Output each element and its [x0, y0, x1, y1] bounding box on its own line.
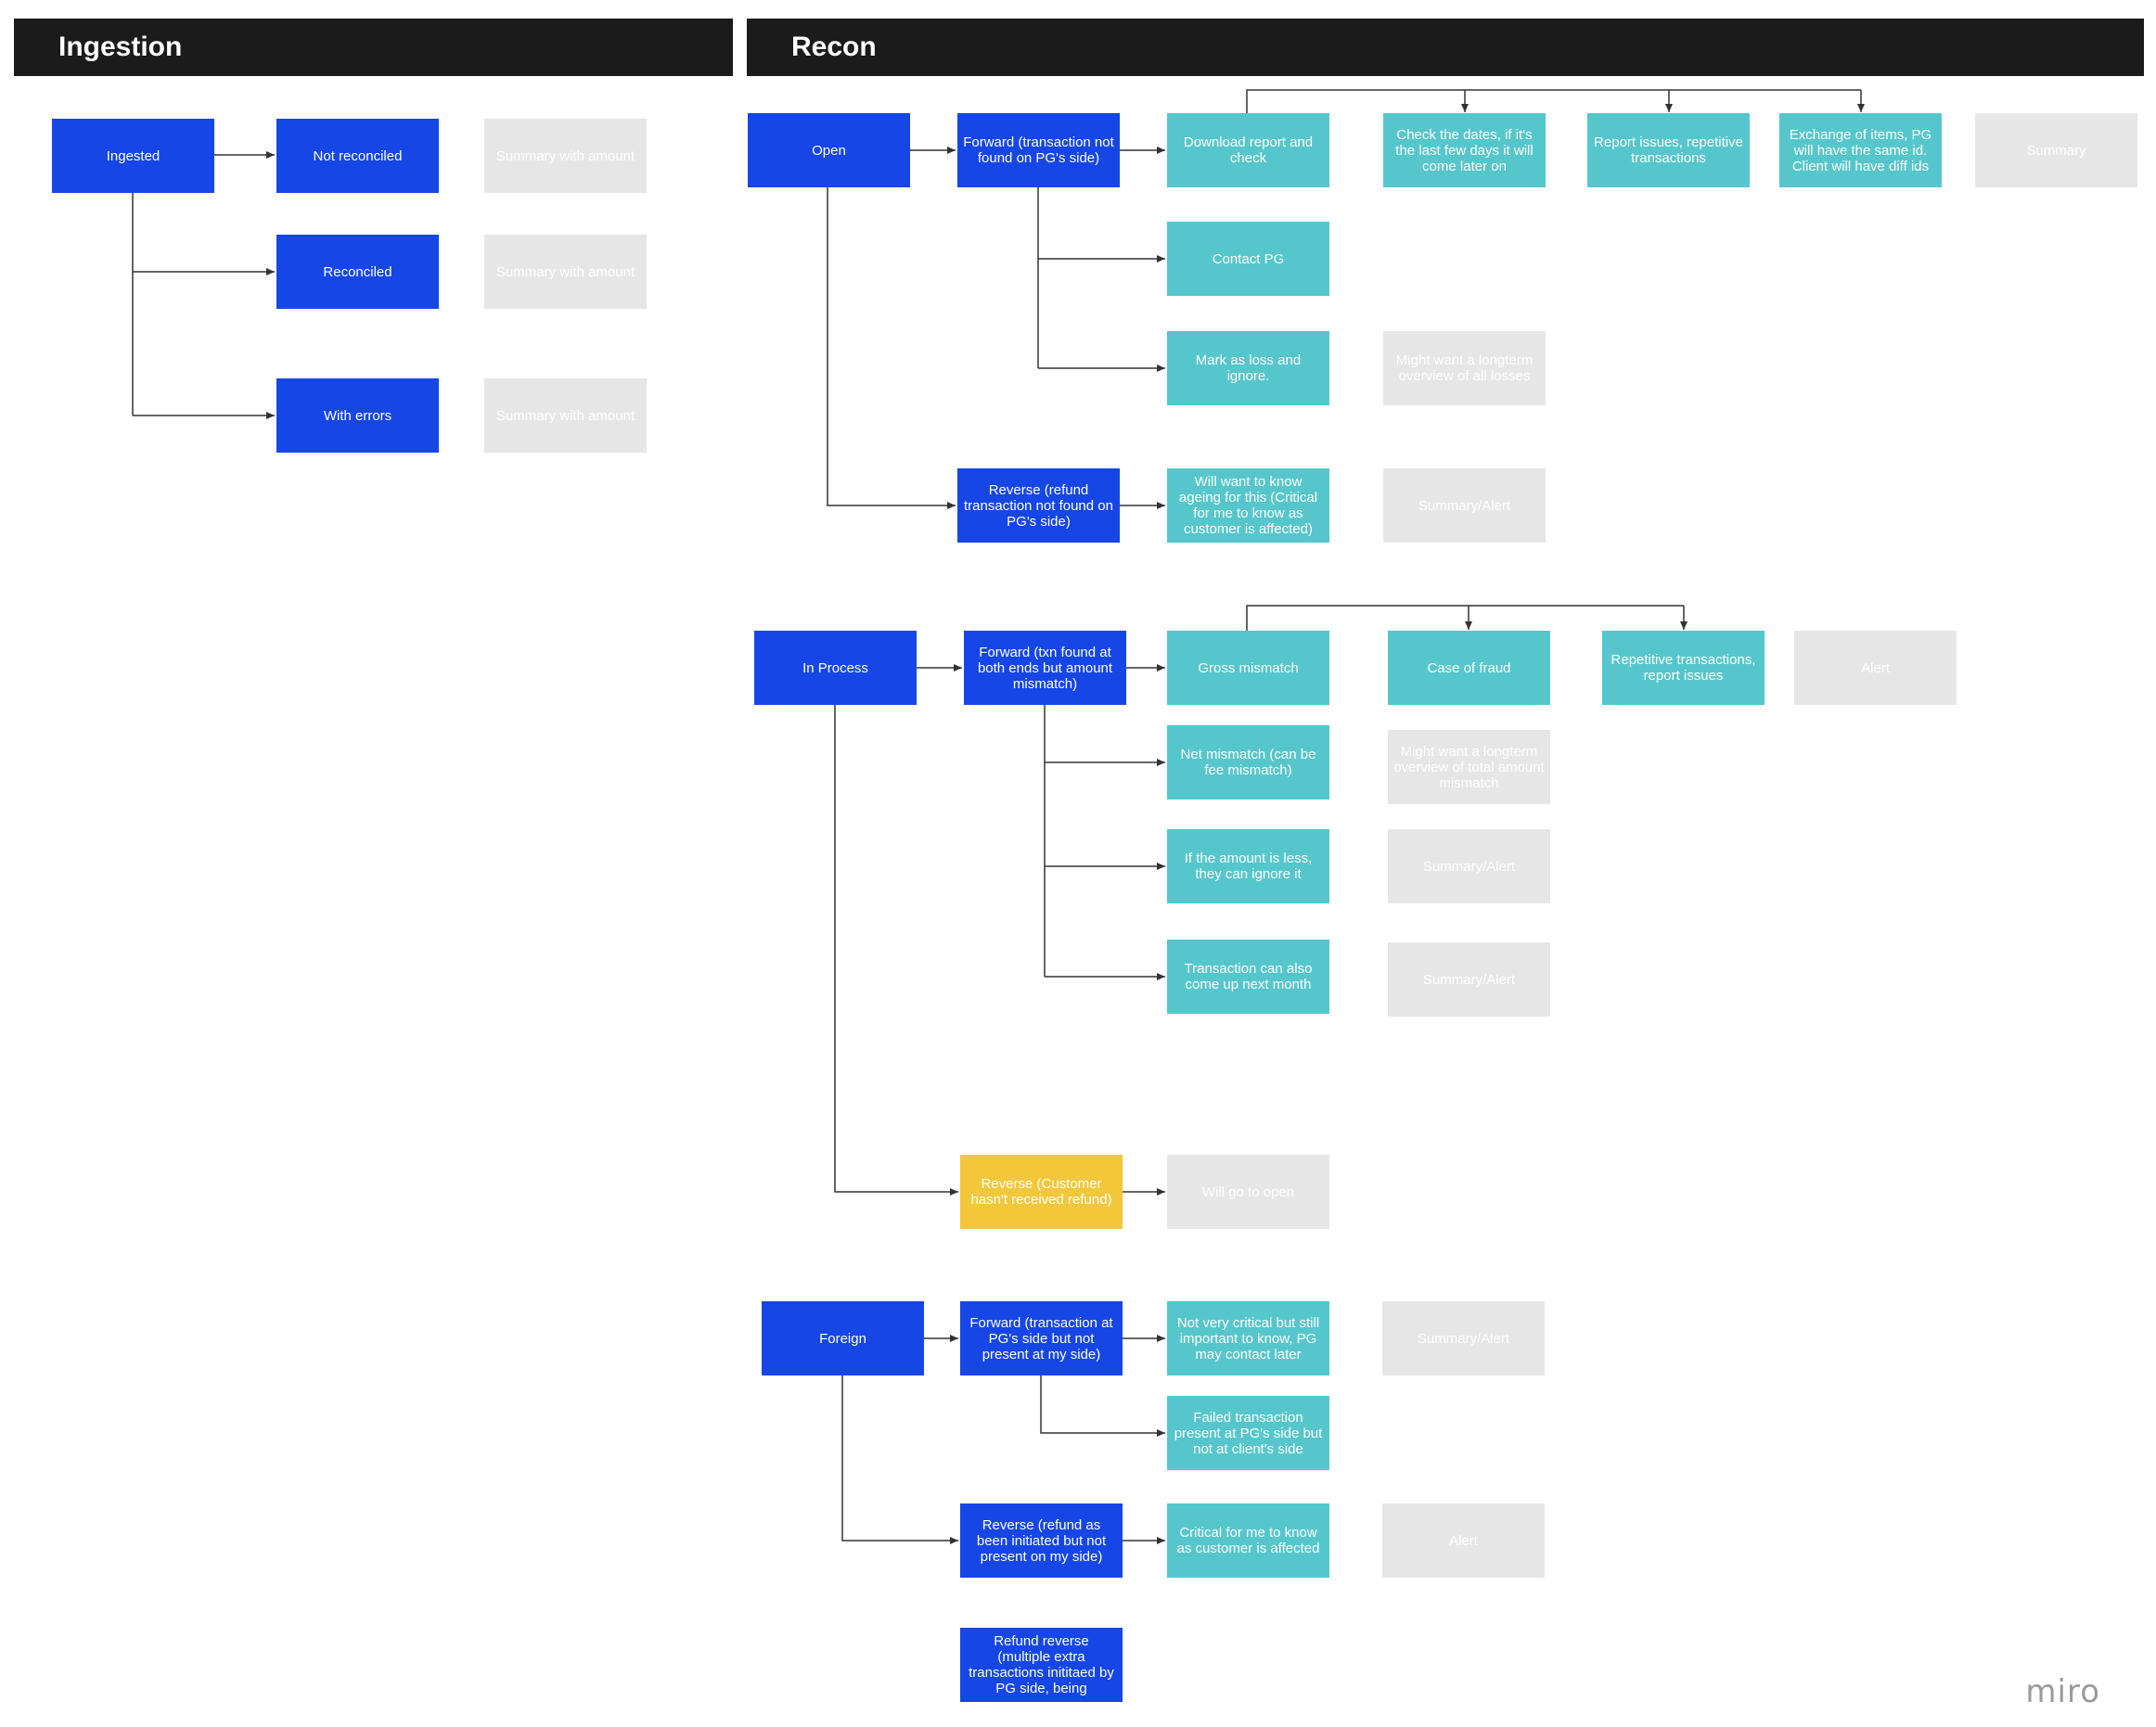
not-reconciled-node[interactable]: Not reconciled [276, 119, 439, 193]
foreign-reverse-node[interactable]: Reverse (refund as been initiated but no… [960, 1503, 1123, 1578]
arrow-forward-failed [1040, 1375, 1165, 1437]
in-process-summary-alert-1-node[interactable]: Summary/Alert [1388, 829, 1550, 903]
miro-logo: miro [2025, 1673, 2100, 1710]
repetitive-transactions-node[interactable]: Repetitive transactions, report issues [1602, 631, 1765, 705]
in-process-node[interactable]: In Process [754, 631, 917, 705]
critical-node[interactable]: Critical for me to know as customer is a… [1167, 1503, 1329, 1578]
line-gross-topbus [1246, 605, 1684, 631]
check-dates-node[interactable]: Check the dates, if it's the last few da… [1383, 113, 1546, 187]
summary-reconciled-node[interactable]: Summary with amount [484, 235, 647, 309]
recon-header: Recon [747, 19, 2144, 76]
foreign-summary-alert-node[interactable]: Summary/Alert [1382, 1301, 1545, 1375]
go-to-open-node[interactable]: Will go to open [1167, 1155, 1329, 1229]
open-forward-node[interactable]: Forward (transaction not found on PG's s… [957, 113, 1120, 187]
summary-with-errors-node[interactable]: Summary with amount [484, 378, 647, 453]
in-process-summary-alert-2-node[interactable]: Summary/Alert [1388, 942, 1550, 1017]
report-issues-node[interactable]: Report issues, repetitive transactions [1587, 113, 1750, 187]
gross-mismatch-node[interactable]: Gross mismatch [1167, 631, 1329, 705]
with-errors-node[interactable]: With errors [276, 378, 439, 453]
ingestion-header: Ingestion [14, 19, 733, 76]
line-download-topbus [1246, 89, 1861, 113]
contact-pg-node[interactable]: Contact PG [1167, 222, 1329, 296]
foreign-node[interactable]: Foreign [762, 1301, 924, 1375]
open-reverse-node[interactable]: Reverse (refund transaction not found on… [957, 468, 1120, 543]
not-critical-node[interactable]: Not very critical but still important to… [1167, 1301, 1329, 1375]
arrow-inprocess-reverse [834, 705, 958, 1196]
foreign-forward-node[interactable]: Forward (transaction at PG's side but no… [960, 1301, 1123, 1375]
open-summary-alert-node[interactable]: Summary/Alert [1383, 468, 1546, 543]
in-process-alert-node[interactable]: Alert [1794, 631, 1957, 705]
exchange-items-node[interactable]: Exchange of items, PG will have the same… [1779, 113, 1942, 187]
ingested-node[interactable]: Ingested [52, 119, 214, 193]
net-mismatch-node[interactable]: Net mismatch (can be fee mismatch) [1167, 725, 1329, 800]
next-month-node[interactable]: Transaction can also come up next month [1167, 940, 1329, 1014]
download-report-node[interactable]: Download report and check [1167, 113, 1329, 187]
open-node[interactable]: Open [748, 113, 910, 187]
case-of-fraud-node[interactable]: Case of fraud [1388, 631, 1550, 705]
in-process-reverse-node[interactable]: Reverse (Customer hasn't received refund… [960, 1155, 1123, 1229]
ageing-node[interactable]: Will want to know ageing for this (Criti… [1167, 468, 1329, 543]
summary-not-reconciled-node[interactable]: Summary with amount [484, 119, 647, 193]
longterm-mismatch-node[interactable]: Might want a longterm overview of total … [1388, 730, 1550, 804]
mark-loss-node[interactable]: Mark as loss and ignore. [1167, 331, 1329, 405]
open-summary-node[interactable]: Summary [1975, 113, 2137, 187]
in-process-forward-node[interactable]: Forward (txn found at both ends but amou… [964, 631, 1126, 705]
refund-reverse-node[interactable]: Refund reverse (multiple extra transacti… [960, 1628, 1123, 1702]
arrow-open-reverse [827, 187, 956, 509]
reconciled-node[interactable]: Reconciled [276, 235, 439, 309]
longterm-losses-node[interactable]: Might want a longterm overview of all lo… [1383, 331, 1546, 405]
failed-transaction-node[interactable]: Failed transaction present at PG's side … [1167, 1396, 1329, 1470]
arrow-foreign-reverse [841, 1375, 958, 1544]
amount-less-node[interactable]: If the amount is less, they can ignore i… [1167, 829, 1329, 903]
foreign-alert-node[interactable]: Alert [1382, 1503, 1545, 1578]
